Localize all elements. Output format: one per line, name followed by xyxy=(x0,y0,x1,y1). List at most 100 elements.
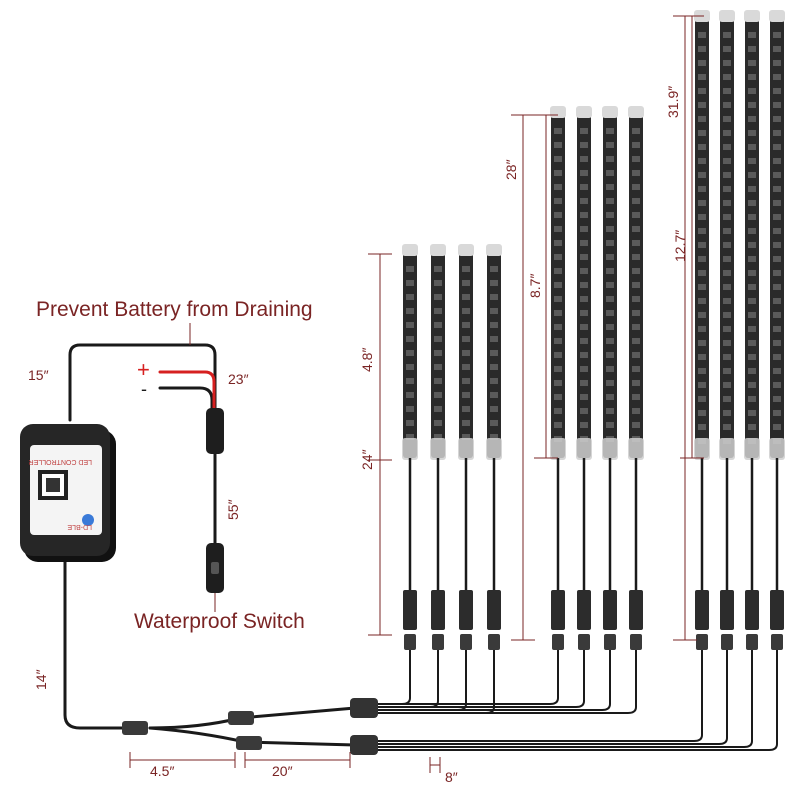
led-chip xyxy=(554,380,562,386)
strip-bottom-cap xyxy=(430,438,446,460)
dim-short-strip-led: 4.8″ xyxy=(359,348,375,372)
led-chip xyxy=(580,352,588,358)
led-chip xyxy=(434,266,442,272)
led-chip xyxy=(698,130,706,136)
led-chip xyxy=(723,172,731,178)
led-chip xyxy=(580,184,588,190)
led-chip xyxy=(748,172,756,178)
strip-end-cap xyxy=(550,106,566,118)
led-chip xyxy=(698,158,706,164)
led-chip xyxy=(698,396,706,402)
dim-mid-strip-led: 8.7″ xyxy=(527,274,543,298)
led-chip xyxy=(698,382,706,388)
splitter-connector-upper xyxy=(228,711,254,725)
dim-lead-15: 15″ xyxy=(28,367,49,383)
strip-connector-male xyxy=(551,590,565,630)
led-chip xyxy=(434,406,442,412)
led-chip xyxy=(580,338,588,344)
led-chip xyxy=(606,268,614,274)
led-chip xyxy=(748,116,756,122)
led-chip xyxy=(773,116,781,122)
qr-code-core xyxy=(46,478,60,492)
led-chip xyxy=(490,308,498,314)
led-chip xyxy=(773,144,781,150)
led-chip xyxy=(462,378,470,384)
led-strip-long-2 xyxy=(720,16,734,458)
led-chip xyxy=(723,354,731,360)
led-chip xyxy=(773,298,781,304)
led-chip xyxy=(748,396,756,402)
led-chip xyxy=(698,46,706,52)
strip-connector-male xyxy=(603,590,617,630)
prevent-battery-label: Prevent Battery from Draining xyxy=(36,298,313,321)
led-chip xyxy=(723,102,731,108)
led-chip xyxy=(773,130,781,136)
strip-connector-male xyxy=(720,590,734,630)
led-chip xyxy=(748,354,756,360)
led-chip xyxy=(723,228,731,234)
strip-connector-male xyxy=(459,590,473,630)
led-chip xyxy=(773,312,781,318)
hub-connector-upper xyxy=(350,698,378,718)
strip-connector-female xyxy=(460,634,472,650)
led-chip xyxy=(723,284,731,290)
waterproof-switch-label: Waterproof Switch xyxy=(134,610,305,633)
led-chip xyxy=(723,214,731,220)
led-chip xyxy=(632,352,640,358)
bluetooth-icon xyxy=(82,514,94,526)
led-chip xyxy=(748,60,756,66)
fanout-wire xyxy=(378,650,411,705)
led-chip xyxy=(580,254,588,260)
led-chip xyxy=(462,406,470,412)
led-chip xyxy=(632,156,640,162)
led-chip xyxy=(723,424,731,430)
led-chip xyxy=(632,170,640,176)
strip-connector-female xyxy=(404,634,416,650)
led-chip xyxy=(490,434,498,440)
led-chip xyxy=(554,310,562,316)
fanout-wire xyxy=(378,650,439,708)
strip-connector-female xyxy=(630,634,642,650)
led-chip xyxy=(748,186,756,192)
led-chip xyxy=(580,142,588,148)
led-chip xyxy=(434,378,442,384)
led-chip xyxy=(462,322,470,328)
led-chip xyxy=(406,294,414,300)
power-wiring xyxy=(63,343,357,747)
led-chip xyxy=(490,378,498,384)
led-chip xyxy=(606,184,614,190)
led-chip xyxy=(723,186,731,192)
strip-connector-female xyxy=(696,634,708,650)
strip-connector-female xyxy=(488,634,500,650)
led-chip xyxy=(748,200,756,206)
led-chip xyxy=(698,242,706,248)
led-chip xyxy=(748,424,756,430)
bluetooth-controller: LED CONTROLLER LD-BLE xyxy=(20,424,116,562)
strip-connector-male xyxy=(431,590,445,630)
led-chip xyxy=(748,144,756,150)
led-chip xyxy=(490,406,498,412)
strip-end-cap xyxy=(744,10,760,22)
led-chip xyxy=(748,74,756,80)
strip-connector-male xyxy=(487,590,501,630)
led-chip xyxy=(490,350,498,356)
led-chip xyxy=(698,368,706,374)
led-chip xyxy=(698,102,706,108)
dim-lead-14: 14″ xyxy=(33,669,49,690)
led-chip xyxy=(632,310,640,316)
strip-connector-female xyxy=(721,634,733,650)
led-chip xyxy=(632,380,640,386)
strip-bottom-cap xyxy=(550,438,566,460)
led-chip xyxy=(698,284,706,290)
led-chip xyxy=(606,338,614,344)
led-chip xyxy=(698,312,706,318)
strip-end-cap xyxy=(576,106,592,118)
led-chip xyxy=(723,410,731,416)
led-chip xyxy=(632,296,640,302)
led-chip xyxy=(723,74,731,80)
led-chip xyxy=(554,422,562,428)
led-chip xyxy=(462,392,470,398)
led-chip xyxy=(606,156,614,162)
led-strip-long-3 xyxy=(745,16,759,458)
led-chip xyxy=(606,310,614,316)
